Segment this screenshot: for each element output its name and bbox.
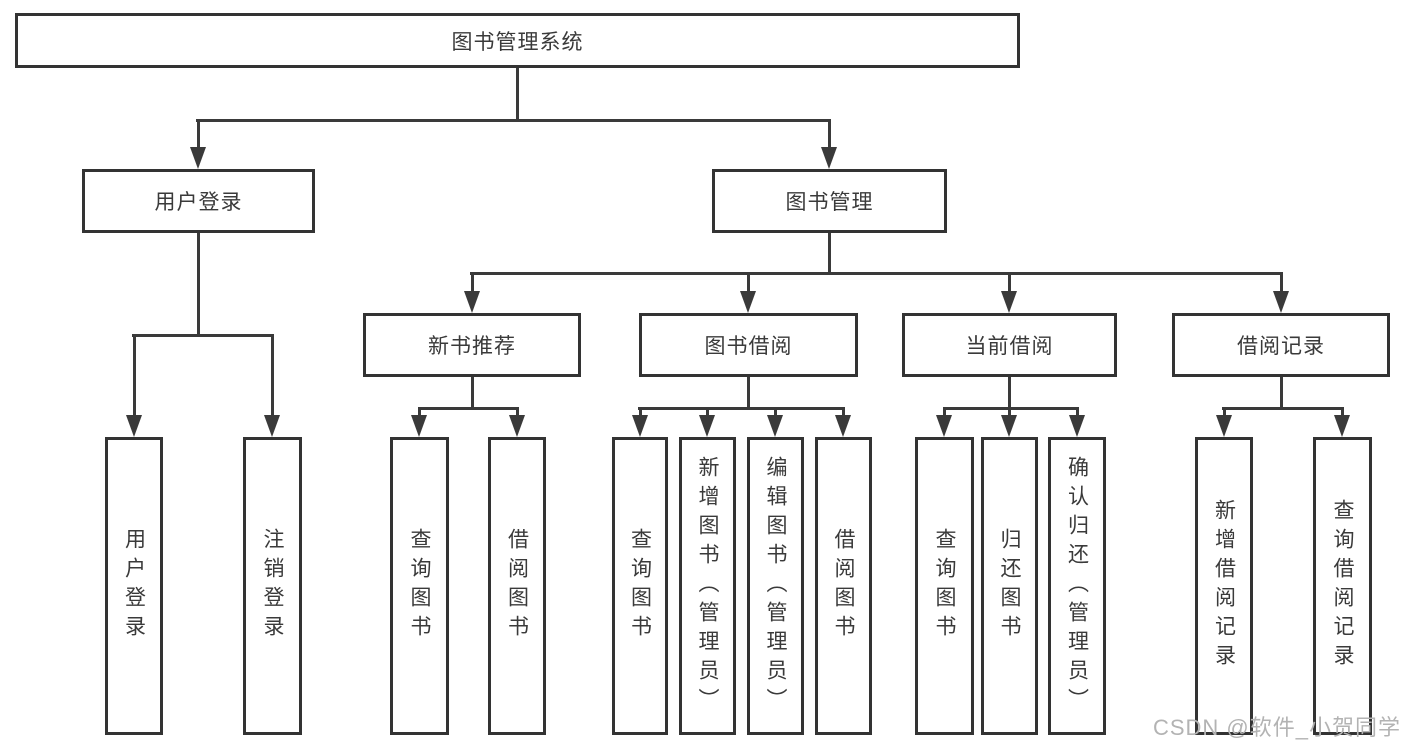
connector-line: [418, 407, 519, 410]
arrow-down-icon: [125, 415, 142, 437]
arrow-down-icon: [936, 415, 952, 437]
connector-line: [943, 407, 1079, 410]
node-label: 用户登录: [154, 191, 243, 214]
arrow-down-icon: [1001, 415, 1017, 437]
leaf-user-login: 用户登录: [105, 437, 163, 735]
connector-line: [1222, 407, 1226, 415]
connector-line: [1279, 377, 1283, 410]
arrow-down-icon: [463, 291, 480, 313]
connector-line: [706, 407, 709, 415]
leaf-edit-books-admin: 编辑图书（管理员）: [747, 437, 804, 735]
connector-line: [196, 119, 200, 147]
connector-line: [418, 407, 421, 415]
leaf-query-books-current: 查询图书: [915, 437, 974, 735]
arrow-down-icon: [699, 415, 715, 437]
node-current-borrowing: 当前借阅: [902, 313, 1117, 377]
node-label: 新增图书（管理员）: [696, 455, 720, 717]
leaf-borrow-books-borrowing: 借阅图书: [815, 437, 872, 735]
node-label: 当前借阅: [965, 335, 1054, 358]
node-label: 确认归还（管理员）: [1065, 455, 1089, 717]
connector-line: [1279, 272, 1283, 291]
node-label: 查询图书: [933, 528, 957, 644]
connector-line: [1341, 407, 1344, 415]
node-label: 编辑图书（管理员）: [764, 455, 788, 717]
csdn-watermark: CSDN @软件_小贺同学: [1152, 715, 1401, 740]
node-label: 查询图书: [408, 528, 432, 644]
connector-line: [638, 407, 642, 415]
node-book-borrowing: 图书借阅: [639, 313, 858, 377]
leaf-confirm-return-admin: 确认归还（管理员）: [1048, 437, 1106, 735]
connector-line: [828, 233, 831, 275]
leaf-add-books-admin: 新增图书（管理员）: [679, 437, 736, 735]
connector-line: [1008, 377, 1011, 410]
arrow-down-icon: [189, 147, 206, 169]
leaf-query-books-borrowing: 查询图书: [612, 437, 668, 735]
arrow-down-icon: [264, 415, 280, 437]
node-user-login: 用户登录: [82, 169, 315, 233]
arrow-down-icon: [835, 415, 851, 437]
connector-line: [828, 119, 831, 147]
node-label: 注销登录: [261, 528, 285, 644]
node-label: 借阅记录: [1237, 335, 1325, 358]
node-label: 新增借阅记录: [1212, 499, 1236, 673]
leaf-query-borrow-record: 查询借阅记录: [1313, 437, 1372, 735]
connector-line: [196, 119, 831, 122]
arrow-down-icon: [1068, 415, 1085, 437]
connector-line: [516, 68, 519, 122]
connector-line: [1075, 407, 1079, 415]
node-label: 归还图书: [998, 528, 1022, 644]
arrow-down-icon: [1001, 291, 1017, 313]
node-label: 借阅图书: [505, 528, 529, 644]
leaf-query-books-recommend: 查询图书: [390, 437, 449, 735]
connector-line: [470, 272, 474, 291]
connector-line: [842, 407, 845, 415]
arrow-down-icon: [1215, 415, 1232, 437]
connector-line: [774, 407, 777, 415]
node-label: 图书管理系统: [451, 30, 584, 54]
leaf-return-books: 归还图书: [981, 437, 1038, 735]
node-book-management: 图书管理: [712, 169, 947, 233]
leaf-logout: 注销登录: [243, 437, 302, 735]
connector-line: [1008, 407, 1011, 415]
arrow-down-icon: [1334, 415, 1350, 437]
connector-line: [1222, 407, 1344, 410]
connector-line: [132, 334, 274, 337]
node-new-book-recommendation: 新书推荐: [363, 313, 581, 377]
arrow-down-icon: [1272, 291, 1289, 313]
connector-line: [747, 272, 750, 291]
connector-line: [470, 272, 1283, 275]
leaf-add-borrow-record: 新增借阅记录: [1195, 437, 1253, 735]
connector-line: [747, 377, 750, 410]
node-label: 图书管理: [785, 191, 874, 214]
arrow-down-icon: [508, 415, 525, 437]
connector-line: [470, 377, 474, 410]
connector-line: [638, 407, 845, 410]
node-label: 图书借阅: [704, 335, 793, 358]
connector-line: [515, 407, 519, 415]
arrow-down-icon: [631, 415, 648, 437]
arrow-down-icon: [821, 147, 837, 169]
node-label: 查询借阅记录: [1331, 499, 1355, 673]
node-label: 用户登录: [122, 528, 146, 644]
node-borrowing-records: 借阅记录: [1172, 313, 1390, 377]
node-label: 查询图书: [628, 528, 652, 644]
node-label: 新书推荐: [428, 335, 516, 358]
connector-line: [197, 233, 200, 337]
node-library-management-system: 图书管理系统: [15, 13, 1020, 68]
connector-line: [271, 334, 274, 415]
connector-line: [1008, 272, 1011, 291]
arrow-down-icon: [740, 291, 756, 313]
node-label: 借阅图书: [832, 528, 856, 644]
connector-line: [943, 407, 946, 415]
arrow-down-icon: [411, 415, 427, 437]
arrow-down-icon: [767, 415, 783, 437]
leaf-borrow-books-recommend: 借阅图书: [488, 437, 546, 735]
connector-line: [132, 334, 136, 415]
